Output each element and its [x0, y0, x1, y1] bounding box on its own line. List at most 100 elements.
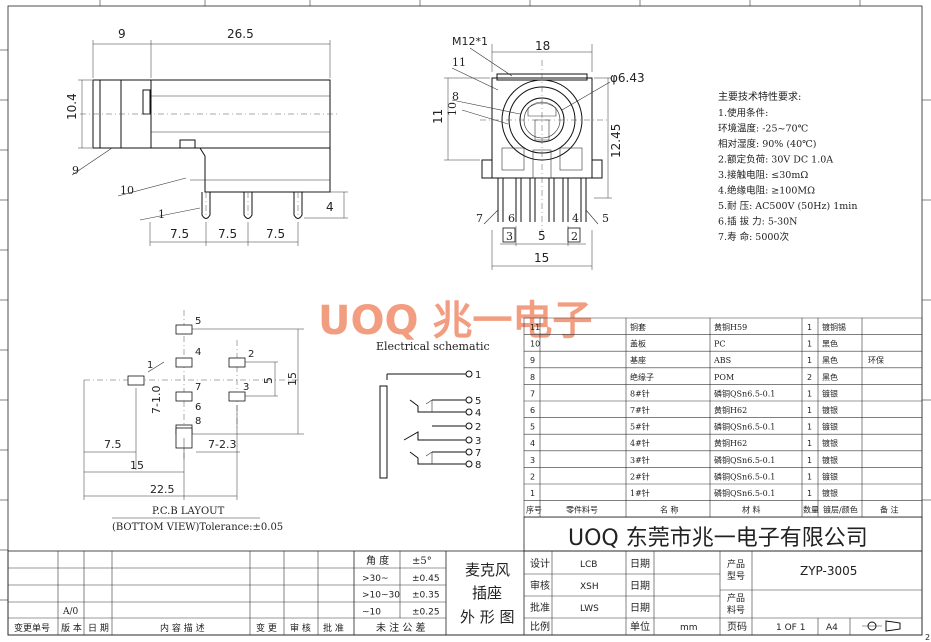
bom-no: 11 — [530, 323, 540, 332]
product-name-2: 插座 — [472, 584, 502, 602]
bom-qty: 1 — [807, 406, 812, 415]
pcb-title: P.C.B LAYOUT — [152, 506, 225, 517]
pcb-layout — [83, 310, 304, 500]
pcb-dim-22-5: 22.5 — [150, 483, 175, 496]
revision-header: 变更单号 — [14, 622, 50, 634]
bom-no: 8 — [530, 373, 535, 382]
tol-value: ±0.35 — [412, 591, 440, 601]
pad-label-5: 5 — [195, 316, 201, 327]
bom-material: 磷铜QSn6.5-0.1 — [714, 455, 775, 465]
border-number: 2 — [925, 633, 930, 642]
pad-label-6: 6 — [195, 402, 201, 413]
tol-header-value: ±5° — [412, 556, 432, 567]
dim-4: 4 — [326, 200, 334, 214]
pad-label-1: 1 — [147, 360, 153, 371]
dim-3-front: 3 — [506, 230, 513, 243]
bom-no: 7 — [530, 389, 535, 398]
bom-material: 磷铜QSn6.5-0.1 — [714, 422, 775, 432]
date-label-3: 日期 — [630, 602, 650, 614]
bom-qty: 1 — [807, 389, 812, 398]
sch-pin-3: 3 — [475, 436, 481, 447]
pcb-subtitle: (BOTTOM VIEW)Tolerance:±0.05 — [112, 522, 283, 533]
bom-note: 环保 — [868, 355, 884, 365]
sch-pin-8: 8 — [475, 460, 481, 471]
revision-header: 版 本 — [61, 622, 82, 634]
bom-qty: 1 — [807, 489, 812, 498]
dim-phi: φ6.43 — [610, 71, 645, 85]
bom-name: 盖板 — [630, 339, 646, 349]
front-view — [444, 44, 612, 270]
revision-version: A/0 — [62, 607, 79, 617]
callout-7: 7 — [476, 212, 483, 225]
bom-name: 4#针 — [630, 438, 650, 448]
check-by: XSH — [580, 582, 599, 592]
date-label-2: 日期 — [630, 580, 650, 592]
bom-name: 绝缘子 — [630, 372, 654, 382]
bom-name: 7#针 — [630, 405, 650, 415]
bom-no: 3 — [530, 456, 535, 465]
bom-name: 基座 — [630, 355, 646, 365]
callout-9: 9 — [72, 164, 79, 177]
bom-material: POM — [714, 373, 734, 382]
bom-no: 4 — [530, 439, 535, 448]
sch-pin-1: 1 — [475, 370, 481, 381]
bom-header: 名 称 — [660, 505, 679, 515]
dim-26-5: 26.5 — [227, 27, 254, 41]
bom-finish: 镀银 — [822, 405, 838, 415]
pad-label-4: 4 — [195, 347, 201, 358]
callout-4: 4 — [572, 212, 579, 225]
callout-10-front: 10 — [446, 102, 459, 116]
bom-no: 5 — [530, 423, 535, 432]
pad-label-2: 2 — [248, 349, 254, 360]
spec-line: 2.额定负荷: 30V DC 1.0A — [718, 154, 833, 166]
sch-pin-7: 7 — [475, 448, 481, 459]
bom-header: 材 料 — [742, 505, 761, 515]
bom-material: 黄铜H59 — [714, 322, 747, 332]
tol-range: >30~ — [362, 574, 389, 584]
bom-finish: 镀铜锡 — [822, 322, 846, 332]
bom-qty: 1 — [807, 423, 812, 432]
spec-line: 环境温度: -25~70℃ — [718, 123, 809, 135]
tolerance-rows: >30~±0.45>10~30±0.35~10±0.25 — [362, 574, 440, 617]
dim-2-front: 2 — [571, 230, 578, 243]
bom-qty: 1 — [807, 356, 812, 365]
dim-9: 9 — [118, 27, 126, 41]
bom-qty: 1 — [807, 456, 812, 465]
check-label: 审核 — [530, 579, 550, 592]
dim-5-front: 5 — [538, 229, 546, 243]
bom-qty: 2 — [807, 373, 812, 382]
bom-no: 10 — [530, 340, 540, 349]
frame-ticks — [0, 0, 931, 601]
bom-no: 2 — [530, 472, 535, 481]
approve-by: LWS — [580, 604, 599, 614]
tol-range: ~10 — [362, 607, 381, 617]
callout-10: 10 — [120, 184, 134, 197]
date-label-1: 日期 — [630, 558, 650, 570]
callout-box-3 — [502, 227, 516, 243]
product-name-3: 外 形 图 — [460, 608, 515, 626]
bom-finish: 镀银 — [822, 455, 838, 465]
pad-label-7: 7 — [195, 382, 201, 393]
tol-value: ±0.45 — [412, 574, 440, 584]
bom-no: 6 — [530, 406, 535, 415]
spec-line: 相对湿度: 90% (40℃) — [718, 138, 816, 150]
pcb-dim-7-2-3: 7-2.3 — [208, 438, 236, 451]
callout-box-2 — [567, 227, 581, 243]
revision-columns: 变更单号版 本日 期内 容 描 述变 更审 核批 准 — [14, 622, 344, 634]
dim-18: 18 — [535, 39, 550, 53]
spec-line: 1.使用条件: — [718, 107, 768, 119]
dim-15-front: 15 — [534, 251, 549, 265]
model-value: ZYP-3005 — [800, 564, 857, 578]
dim-11: 11 — [431, 109, 445, 124]
bom-name: 3#针 — [630, 455, 650, 465]
bom-no: 9 — [530, 356, 535, 365]
bom-header: 数量 — [803, 505, 819, 515]
bom-finish: 镀银 — [822, 471, 838, 481]
